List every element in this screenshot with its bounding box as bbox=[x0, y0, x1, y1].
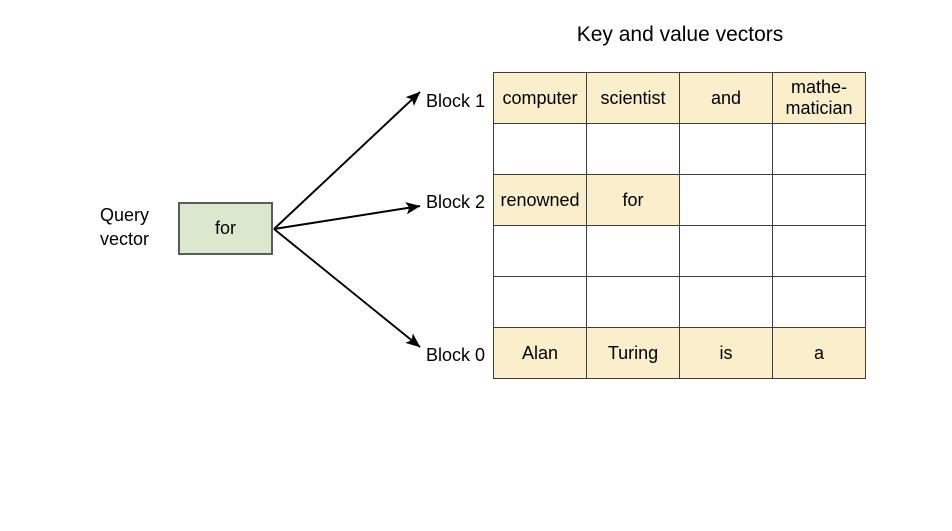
empty-cell bbox=[586, 123, 680, 175]
table-row bbox=[493, 225, 866, 277]
empty-cell bbox=[493, 225, 587, 277]
query-vector-box[interactable]: for bbox=[178, 202, 273, 255]
token-cell: is bbox=[679, 327, 773, 379]
empty-cell bbox=[679, 225, 773, 277]
query-vector-label: Query vector bbox=[100, 203, 174, 251]
table-row bbox=[493, 276, 866, 328]
empty-cell bbox=[586, 276, 680, 328]
empty-cell bbox=[772, 276, 866, 328]
token-cell: computer bbox=[493, 72, 587, 124]
token-cell: Alan bbox=[493, 327, 587, 379]
page-title: Key and value vectors bbox=[576, 23, 784, 46]
empty-cell bbox=[493, 123, 587, 175]
arrow-to-block-0 bbox=[273, 228, 421, 348]
token-cell: mathe-matician bbox=[772, 72, 866, 124]
empty-cell bbox=[772, 123, 866, 175]
token-cell: for bbox=[586, 174, 680, 226]
block-label-2: Block 2 bbox=[425, 192, 485, 212]
query-vector-label-line2: vector bbox=[100, 229, 150, 249]
empty-cell bbox=[679, 174, 773, 226]
token-cell: renowned bbox=[493, 174, 587, 226]
block-label-0: Block 0 bbox=[425, 345, 485, 365]
block-label-1: Block 1 bbox=[425, 91, 485, 111]
empty-cell bbox=[772, 174, 866, 226]
token-cell: scientist bbox=[586, 72, 680, 124]
token-cell: Turing bbox=[586, 327, 680, 379]
empty-cell bbox=[772, 225, 866, 277]
empty-cell bbox=[679, 276, 773, 328]
token-cell: and bbox=[679, 72, 773, 124]
token-cell: a bbox=[772, 327, 866, 379]
empty-cell bbox=[586, 225, 680, 277]
query-vector-label-line1: Query bbox=[100, 205, 150, 225]
empty-cell bbox=[679, 123, 773, 175]
table-row bbox=[493, 123, 866, 175]
query-token-text: for bbox=[214, 218, 236, 238]
empty-cell bbox=[493, 276, 587, 328]
